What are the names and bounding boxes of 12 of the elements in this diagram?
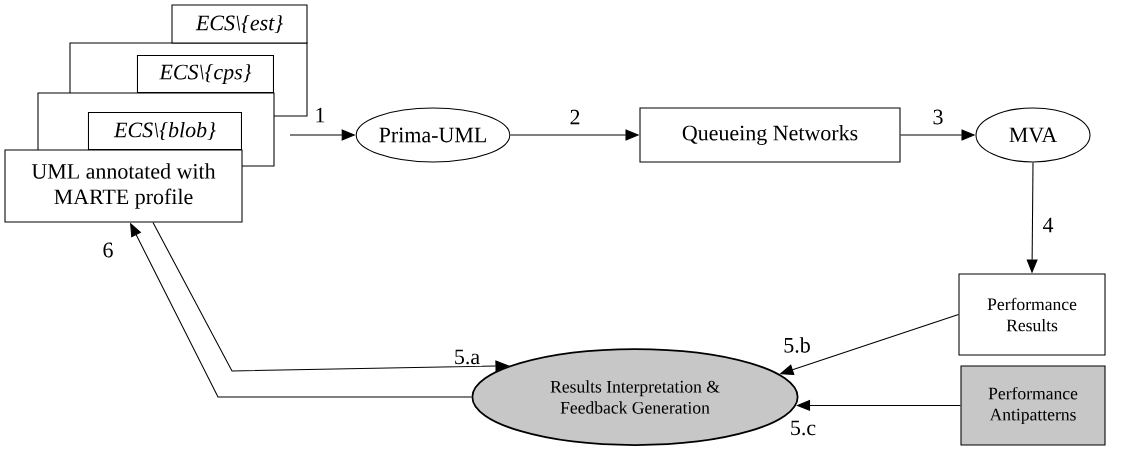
edge-label: 4 (1040, 216, 1056, 234)
label-box: ECS\{blob} (87, 111, 242, 150)
edge-label: 1 (312, 106, 328, 124)
edge-label: 5.a (452, 347, 482, 367)
edge-label: 6 (100, 240, 116, 260)
label-box: ECS\{cps} (136, 54, 274, 93)
data-box: Performance Antipatterns (960, 365, 1106, 446)
edge-label: 2 (567, 108, 583, 127)
edge-label: 3 (930, 107, 946, 127)
data-box: Queueing Networks (639, 107, 901, 163)
label-box: ECS\{est} (171, 4, 308, 44)
data-box: Performance Results (958, 273, 1106, 356)
